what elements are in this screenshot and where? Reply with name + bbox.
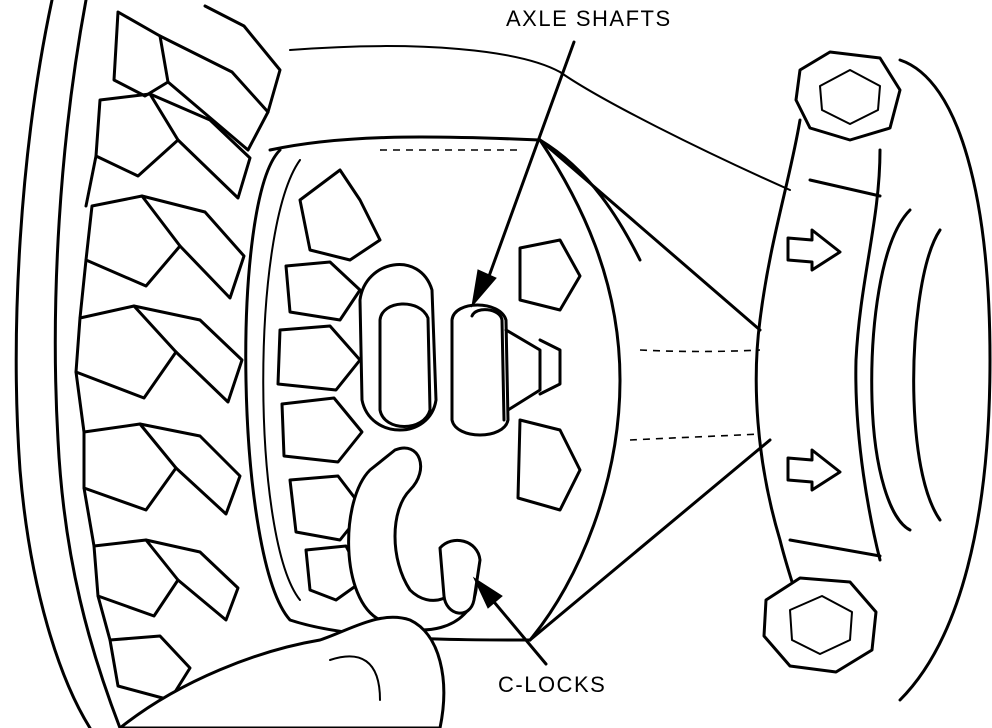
c-locks-label: C-LOCKS xyxy=(498,672,607,697)
differential-case xyxy=(244,45,791,642)
housing-outline xyxy=(14,0,122,728)
axle-shaft-right xyxy=(450,303,542,437)
axle-shafts-leader xyxy=(471,40,576,308)
ring-gear xyxy=(74,4,282,702)
side-gear-right xyxy=(516,238,582,512)
c-locks-leader xyxy=(472,576,548,666)
bearing-cap-bolt-bottom xyxy=(762,576,878,674)
direction-arrow-top xyxy=(786,228,842,272)
hand xyxy=(118,615,446,728)
bearing-cap xyxy=(754,58,992,702)
axle-shafts-label: AXLE SHAFTS xyxy=(506,6,672,31)
axle-shaft-left xyxy=(358,263,438,432)
bearing-cap-bolt-top xyxy=(794,50,902,142)
c-lock xyxy=(347,446,482,632)
direction-arrow-bottom xyxy=(786,448,842,492)
